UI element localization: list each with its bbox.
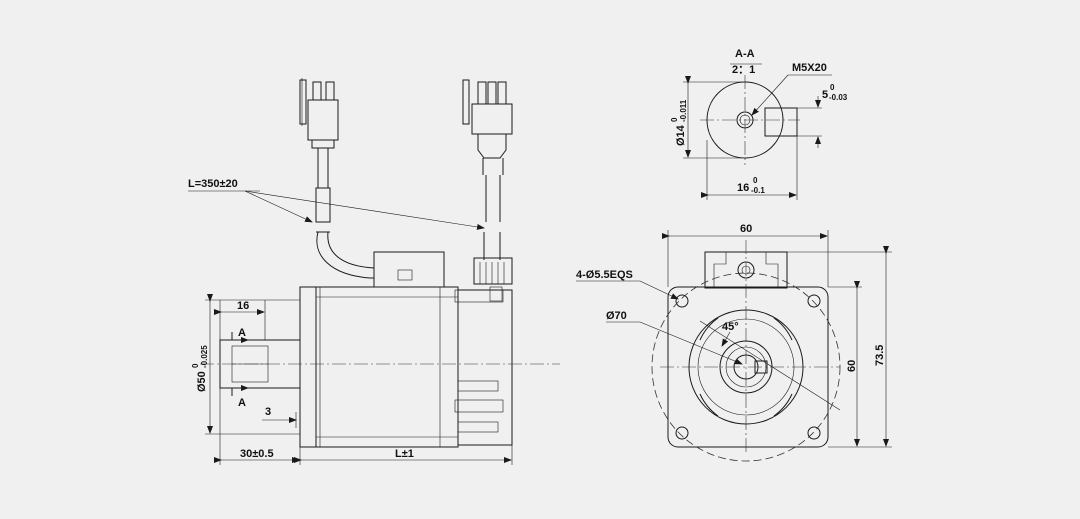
encoder-connector: [462, 79, 513, 222]
bolt-circle-label: Ø70: [606, 310, 627, 322]
shaft-length-label: 16: [237, 300, 249, 312]
mount-hole: [675, 426, 689, 440]
flange-to-shaft-label: 30±0.5: [240, 448, 274, 460]
body-length-label: L±1: [395, 448, 414, 460]
motor-body: [315, 286, 459, 448]
mount-holes-label: 4-Ø5.5EQS: [576, 269, 633, 281]
front-view: [576, 230, 892, 462]
junction-box: [373, 251, 445, 288]
cable-length-label: L=350±20: [188, 178, 238, 190]
svg-text:0: 0: [753, 176, 758, 185]
side-view: [188, 78, 560, 465]
mount-hole: [807, 426, 821, 440]
flange-width-label: 60: [740, 223, 752, 235]
key-width-label: 16 0 -0.1: [737, 176, 765, 195]
svg-text:0: 0: [191, 363, 200, 368]
angle-label: 45°: [722, 321, 739, 333]
keyway: [764, 107, 798, 137]
key-depth-label: 5 0 -0.03: [822, 83, 848, 102]
svg-text:0: 0: [830, 83, 835, 92]
section-marker-bottom: A: [238, 397, 246, 409]
section-title: A-A: [735, 48, 755, 60]
flange: [299, 286, 317, 448]
mount-hole: [675, 294, 689, 308]
power-connector: [299, 78, 339, 223]
pilot-depth-label: 3: [265, 406, 271, 418]
svg-text:-0.03: -0.03: [829, 93, 848, 102]
labels: L=350±20 16 A A Ø50 0 -0.025 3 30±0.5 L±…: [188, 48, 886, 460]
section-scale: 2：1: [732, 64, 755, 76]
section-view: [683, 63, 832, 200]
svg-text:-0.1: -0.1: [751, 186, 765, 195]
shaft-dia-vertical-label: Ø14 0 -0.011: [670, 99, 688, 146]
thread-spec-label: M5X20: [792, 62, 827, 74]
svg-text:Ø14: Ø14: [675, 124, 687, 146]
overall-height-label: 73.5: [874, 345, 886, 366]
section-marker-top: A: [238, 327, 246, 339]
cable-gland: [473, 257, 513, 285]
svg-text:5: 5: [822, 89, 828, 101]
svg-text:-0.025: -0.025: [200, 345, 209, 368]
svg-text:16: 16: [737, 182, 749, 194]
svg-text:Ø50: Ø50: [196, 371, 208, 392]
svg-text:0: 0: [670, 117, 679, 122]
svg-text:-0.011: -0.011: [679, 99, 688, 122]
mount-hole: [807, 294, 821, 308]
flange-height-label: 60: [846, 360, 858, 372]
shaft-diameter-label: Ø50 0 -0.025: [191, 345, 209, 392]
